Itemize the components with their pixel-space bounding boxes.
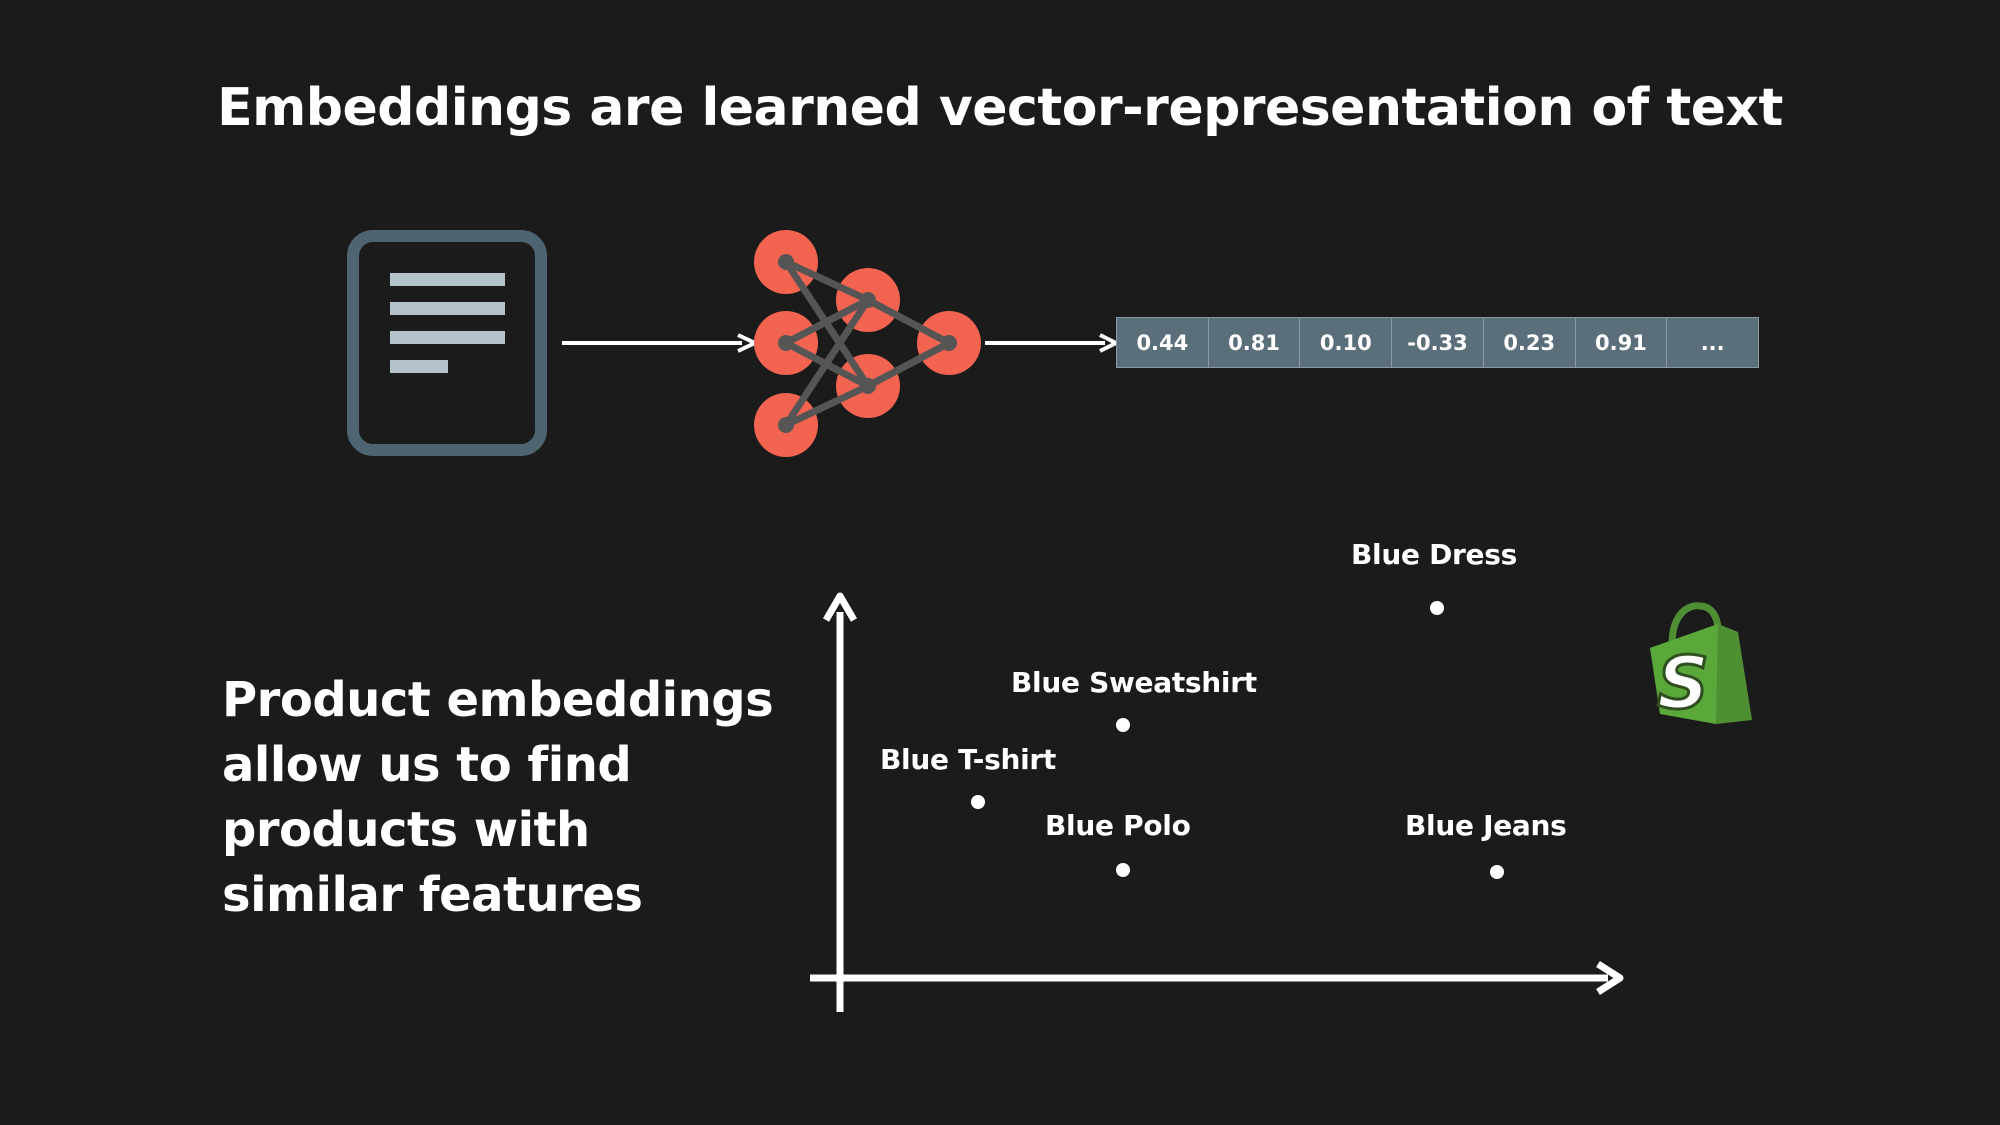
svg-text:S: S: [1657, 641, 1709, 725]
neural-network-icon: [754, 230, 981, 457]
label-blue-tshirt: Blue T-shirt: [880, 743, 1057, 776]
vector-cell: ...: [1700, 330, 1725, 355]
vector-cell: 0.10: [1300, 318, 1393, 367]
caption-text: Product embeddings allow us to find prod…: [222, 668, 782, 928]
point-blue-dress: [1430, 601, 1444, 615]
caption-line: allow us to find: [222, 737, 632, 793]
product-points: [971, 601, 1504, 879]
document-icon: [347, 230, 547, 456]
caption-line: Product embeddings: [222, 672, 774, 728]
x-axis: [810, 961, 1624, 995]
shopify-bag-icon: S: [1650, 602, 1752, 727]
point-blue-tshirt: [971, 795, 985, 809]
y-axis: [822, 592, 858, 1012]
vector-cell: 0.81: [1209, 318, 1301, 367]
vector-cell: 0.44: [1117, 318, 1209, 367]
point-blue-sweatshirt: [1116, 718, 1130, 732]
embedding-vector: 0.44 0.81 0.10 -0.33 0.23 0.91 ...: [1116, 317, 1759, 368]
vector-cell: 0.23: [1484, 318, 1576, 367]
label-blue-sweatshirt: Blue Sweatshirt: [1011, 666, 1257, 699]
vector-cell: 0.91: [1576, 318, 1668, 367]
vector-cell: -0.33: [1392, 318, 1484, 367]
point-blue-polo: [1116, 863, 1130, 877]
caption-line: products with: [222, 802, 590, 858]
point-blue-jeans: [1490, 865, 1504, 879]
label-blue-jeans: Blue Jeans: [1405, 809, 1567, 842]
label-blue-dress: Blue Dress: [1351, 538, 1517, 571]
caption-line: similar features: [222, 867, 643, 923]
page-title: Embeddings are learned vector-representa…: [217, 78, 1783, 138]
arrow-to-network: [562, 333, 760, 353]
label-blue-polo: Blue Polo: [1045, 809, 1191, 842]
arrow-to-vector: [985, 333, 1121, 353]
